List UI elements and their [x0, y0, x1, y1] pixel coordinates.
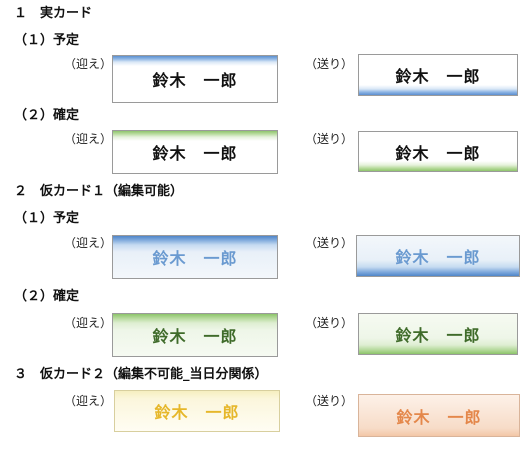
dropoff-label: （送り） [305, 132, 354, 146]
card-name: 鈴木 一郎 [152, 71, 238, 90]
card-name: 鈴木 一郎 [395, 143, 481, 163]
pickup-label: （迎え） [64, 316, 113, 330]
card-name: 鈴木 一郎 [152, 327, 238, 346]
card-name: 鈴木 一郎 [396, 407, 482, 427]
section-1-planned-title: （１）予定 [14, 33, 80, 48]
card-name: 鈴木 一郎 [152, 249, 238, 268]
dropoff-label: （送り） [305, 57, 354, 71]
card-name: 鈴木 一郎 [154, 403, 240, 422]
card-name: 鈴木 一郎 [395, 248, 481, 267]
temp-card-1-confirmed-pickup[interactable]: 鈴木 一郎 [112, 313, 278, 357]
card-name: 鈴木 一郎 [152, 144, 238, 163]
temp-card-2-dropoff[interactable]: 鈴木 一郎 [358, 394, 520, 437]
card-name: 鈴木 一郎 [395, 326, 481, 345]
real-card-planned-dropoff[interactable]: 鈴木 一郎 [358, 54, 518, 96]
dropoff-label: （送り） [305, 316, 354, 330]
temp-card-2-pickup[interactable]: 鈴木 一郎 [114, 390, 280, 432]
section-2-confirmed-title: （２）確定 [14, 289, 80, 304]
section-1-title: １ 実カード [14, 6, 93, 21]
pickup-label: （迎え） [64, 57, 113, 71]
pickup-label: （迎え） [64, 394, 113, 408]
temp-card-1-planned-pickup[interactable]: 鈴木 一郎 [112, 235, 278, 279]
section-2-title: ２ 仮カード１（編集可能） [14, 184, 184, 199]
temp-card-1-confirmed-dropoff[interactable]: 鈴木 一郎 [358, 313, 518, 355]
pickup-label: （迎え） [64, 132, 113, 146]
real-card-planned-pickup[interactable]: 鈴木 一郎 [112, 55, 278, 103]
dropoff-label: （送り） [305, 236, 354, 250]
pickup-label: （迎え） [64, 236, 113, 250]
card-name: 鈴木 一郎 [395, 67, 481, 86]
section-3-title: ３ 仮カード２（編集不可能_当日分関係） [14, 367, 268, 382]
real-card-confirmed-pickup[interactable]: 鈴木 一郎 [112, 130, 278, 174]
temp-card-1-planned-dropoff[interactable]: 鈴木 一郎 [356, 235, 520, 277]
dropoff-label: （送り） [305, 394, 354, 408]
section-1-confirmed-title: （２）確定 [14, 108, 80, 123]
section-2-planned-title: （１）予定 [14, 211, 80, 226]
real-card-confirmed-dropoff[interactable]: 鈴木 一郎 [358, 131, 518, 172]
